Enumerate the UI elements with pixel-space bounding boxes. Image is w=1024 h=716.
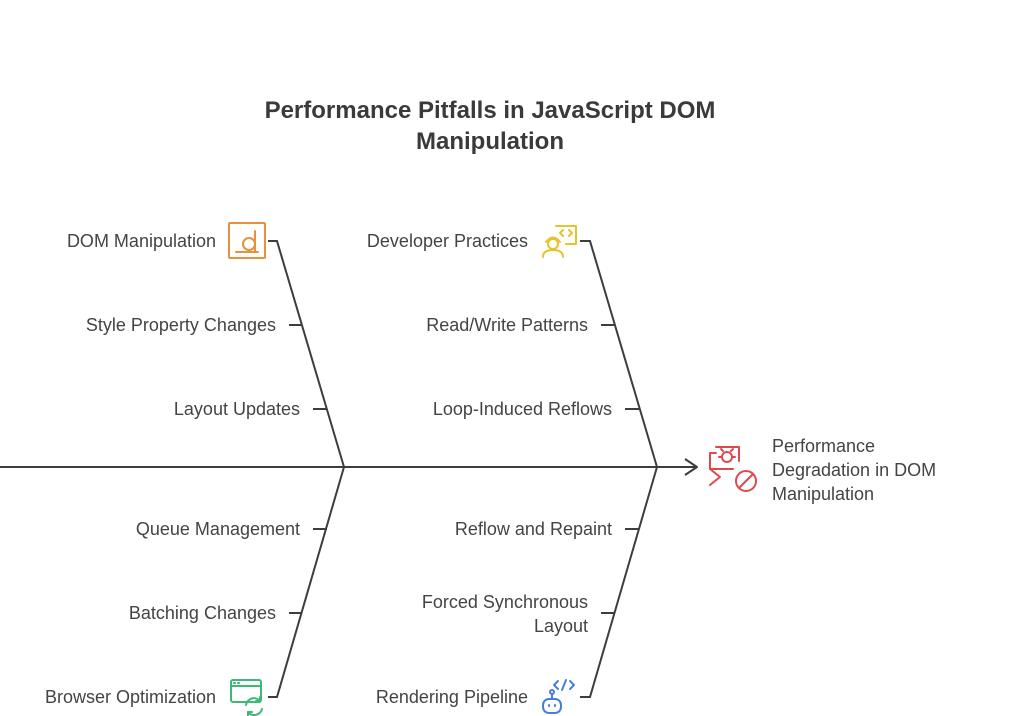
effect-line-1: Performance	[772, 436, 876, 456]
cause-style-property-changes: Style Property Changes	[85, 315, 276, 335]
effect-label: Performance Degradation in DOM Manipulat…	[772, 434, 1012, 506]
cause-forced-synchronous-layout: Forced Synchronous Layout	[422, 590, 588, 638]
bone-rendering-pipeline	[580, 466, 658, 698]
cause-read-write-patterns: Read/Write Patterns	[426, 315, 588, 335]
cause-layout-updates: Layout Updates	[173, 399, 300, 419]
cause-forced-synchronous-line-1: Forced Synchronous	[421, 592, 588, 612]
effect-line-2: Degradation in DOM	[772, 460, 937, 480]
cause-batching-changes: Batching Changes	[128, 603, 276, 623]
letter-d-icon	[228, 222, 266, 259]
effect-line-3: Manipulation	[772, 484, 875, 504]
title-line-2: Manipulation	[416, 128, 564, 155]
cause-queue-management: Queue Management	[135, 519, 300, 539]
bug-blocked-icon	[709, 446, 757, 492]
browser-refresh-icon	[230, 679, 263, 716]
spine-arrowhead	[684, 458, 698, 476]
title-line-1: Performance Pitfalls in JavaScript DOM	[264, 97, 716, 124]
category-developer-practices: Developer Practices	[366, 231, 528, 251]
category-rendering-pipeline: Rendering Pipeline	[375, 687, 528, 707]
bone-dom-manipulation	[268, 240, 345, 468]
cause-loop-induced-reflows: Loop-Induced Reflows	[432, 399, 612, 419]
category-dom-manipulation: DOM Manipulation	[66, 231, 216, 251]
cause-forced-synchronous-line-2: Layout	[533, 616, 588, 636]
category-browser-optimization: Browser Optimization	[44, 687, 216, 707]
developer-code-icon	[542, 225, 577, 258]
robot-code-icon	[542, 679, 575, 714]
cause-reflow-and-repaint: Reflow and Repaint	[454, 519, 612, 539]
bone-developer-practices	[580, 240, 658, 468]
diagram-title: Performance Pitfalls in JavaScript DOM M…	[240, 95, 740, 157]
bone-browser-optimization	[268, 466, 345, 698]
